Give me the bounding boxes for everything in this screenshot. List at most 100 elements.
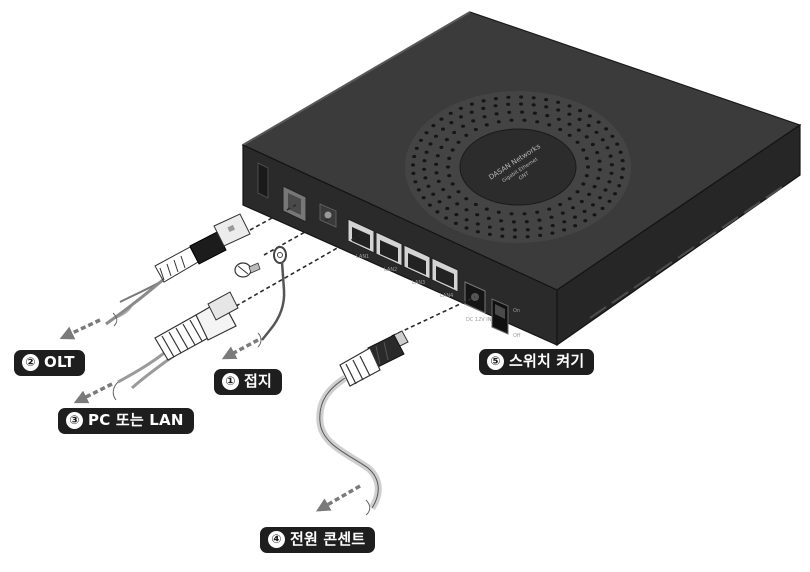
vent-hole [486, 216, 491, 220]
vent-hole [421, 196, 426, 200]
power-switch[interactable]: On Off [491, 298, 521, 339]
vent-hole [525, 235, 530, 239]
vent-hole [450, 148, 455, 152]
vent-hole [567, 112, 572, 116]
vent-hole [538, 233, 543, 237]
vent-hole [596, 120, 601, 124]
ground-wire [257, 246, 287, 348]
vent-hole [464, 133, 469, 137]
vent-hole [544, 105, 549, 109]
optical-cable [105, 213, 251, 327]
vent-hole [583, 219, 588, 223]
connection-guides [235, 204, 476, 337]
callout-ground-number: ① [222, 373, 239, 390]
vent-hole [605, 146, 610, 150]
switch-on-label: On [513, 308, 520, 314]
vent-hole [459, 115, 463, 119]
vent-hole [573, 215, 577, 219]
lan-port-group: LAN1 LAN2 LAN3 LAN4 [347, 218, 459, 299]
vent-hole [500, 234, 505, 238]
vent-hole [475, 213, 480, 217]
vent-hole [484, 207, 489, 211]
vent-hole [522, 212, 527, 216]
vent-hole [441, 127, 445, 131]
device-side-face [556, 123, 801, 347]
vent-hole [475, 230, 480, 234]
lan-port-1: LAN1 [347, 218, 375, 260]
vent-hole [484, 123, 489, 127]
vent-hole [439, 117, 444, 121]
vent-hole [556, 100, 561, 104]
vent-hole [507, 110, 512, 114]
vent-hole [464, 197, 469, 201]
vent-hole [619, 175, 624, 180]
vent-hole [458, 106, 463, 110]
vent-hole [494, 112, 499, 116]
vent-hole [447, 174, 452, 178]
vent-hole [592, 213, 597, 217]
vent-hole [475, 222, 480, 226]
power-arrow [315, 484, 361, 512]
vent-hole [618, 150, 623, 154]
vent-hole [597, 159, 602, 163]
vent-hole [411, 163, 415, 167]
vent-hole [506, 95, 511, 99]
callout-power-outlet-text: 전원 콘센트 [290, 530, 366, 548]
vent-hole [422, 167, 427, 171]
vent-hole [464, 208, 469, 212]
vent-hole [562, 228, 567, 232]
vent-hole [547, 123, 552, 127]
vent-hole [423, 176, 428, 180]
vent-hole [520, 110, 525, 114]
vent-hole [437, 200, 442, 204]
vent-hole [436, 179, 441, 183]
vent-hole [453, 221, 458, 225]
vent-hole [487, 232, 492, 236]
vent-hole [499, 219, 504, 223]
vent-hole [469, 110, 474, 114]
vent-hole [604, 127, 609, 131]
vent-hole [446, 165, 450, 169]
vent-hole [586, 123, 591, 128]
vent-hole [609, 163, 614, 167]
callout-olt-number: ② [22, 354, 39, 371]
vent-hole [419, 138, 423, 142]
optical-port [282, 185, 307, 223]
vent-hole [519, 95, 524, 99]
vent-hole [576, 128, 581, 132]
vent-hole [598, 196, 602, 200]
vent-hole [413, 180, 418, 184]
vent-hole [584, 135, 589, 139]
vent-hole [512, 235, 517, 239]
vent-hole [560, 211, 565, 215]
vent-hole [461, 124, 465, 128]
vent-hole [537, 218, 542, 222]
callout-switch-on-text: 스위치 켜기 [509, 352, 585, 370]
vent-hole [587, 192, 592, 196]
vent-hole [586, 165, 590, 169]
vent-hole [571, 206, 575, 210]
power-cable [316, 330, 409, 516]
vent-hole [596, 176, 601, 180]
power-port-label: DC 12V IN [466, 317, 492, 323]
vent-hole [608, 154, 613, 158]
vent-hole [434, 134, 438, 138]
vent-hole [493, 97, 498, 101]
vent-hole [449, 121, 454, 125]
top-vent-ring: DASAN Networks Gigabit Ethernet ONT [405, 91, 631, 243]
vent-hole [575, 190, 580, 194]
vent-hole [426, 184, 431, 188]
vent-hole [450, 182, 455, 186]
direction-arrows [59, 318, 361, 512]
vent-hole [427, 203, 432, 207]
vent-hole [439, 145, 444, 149]
vent-hole [621, 167, 625, 171]
vent-hole [506, 102, 511, 106]
vent-hole [411, 171, 416, 175]
vent-hole [584, 156, 589, 160]
callout-olt-text: OLT [44, 353, 75, 371]
